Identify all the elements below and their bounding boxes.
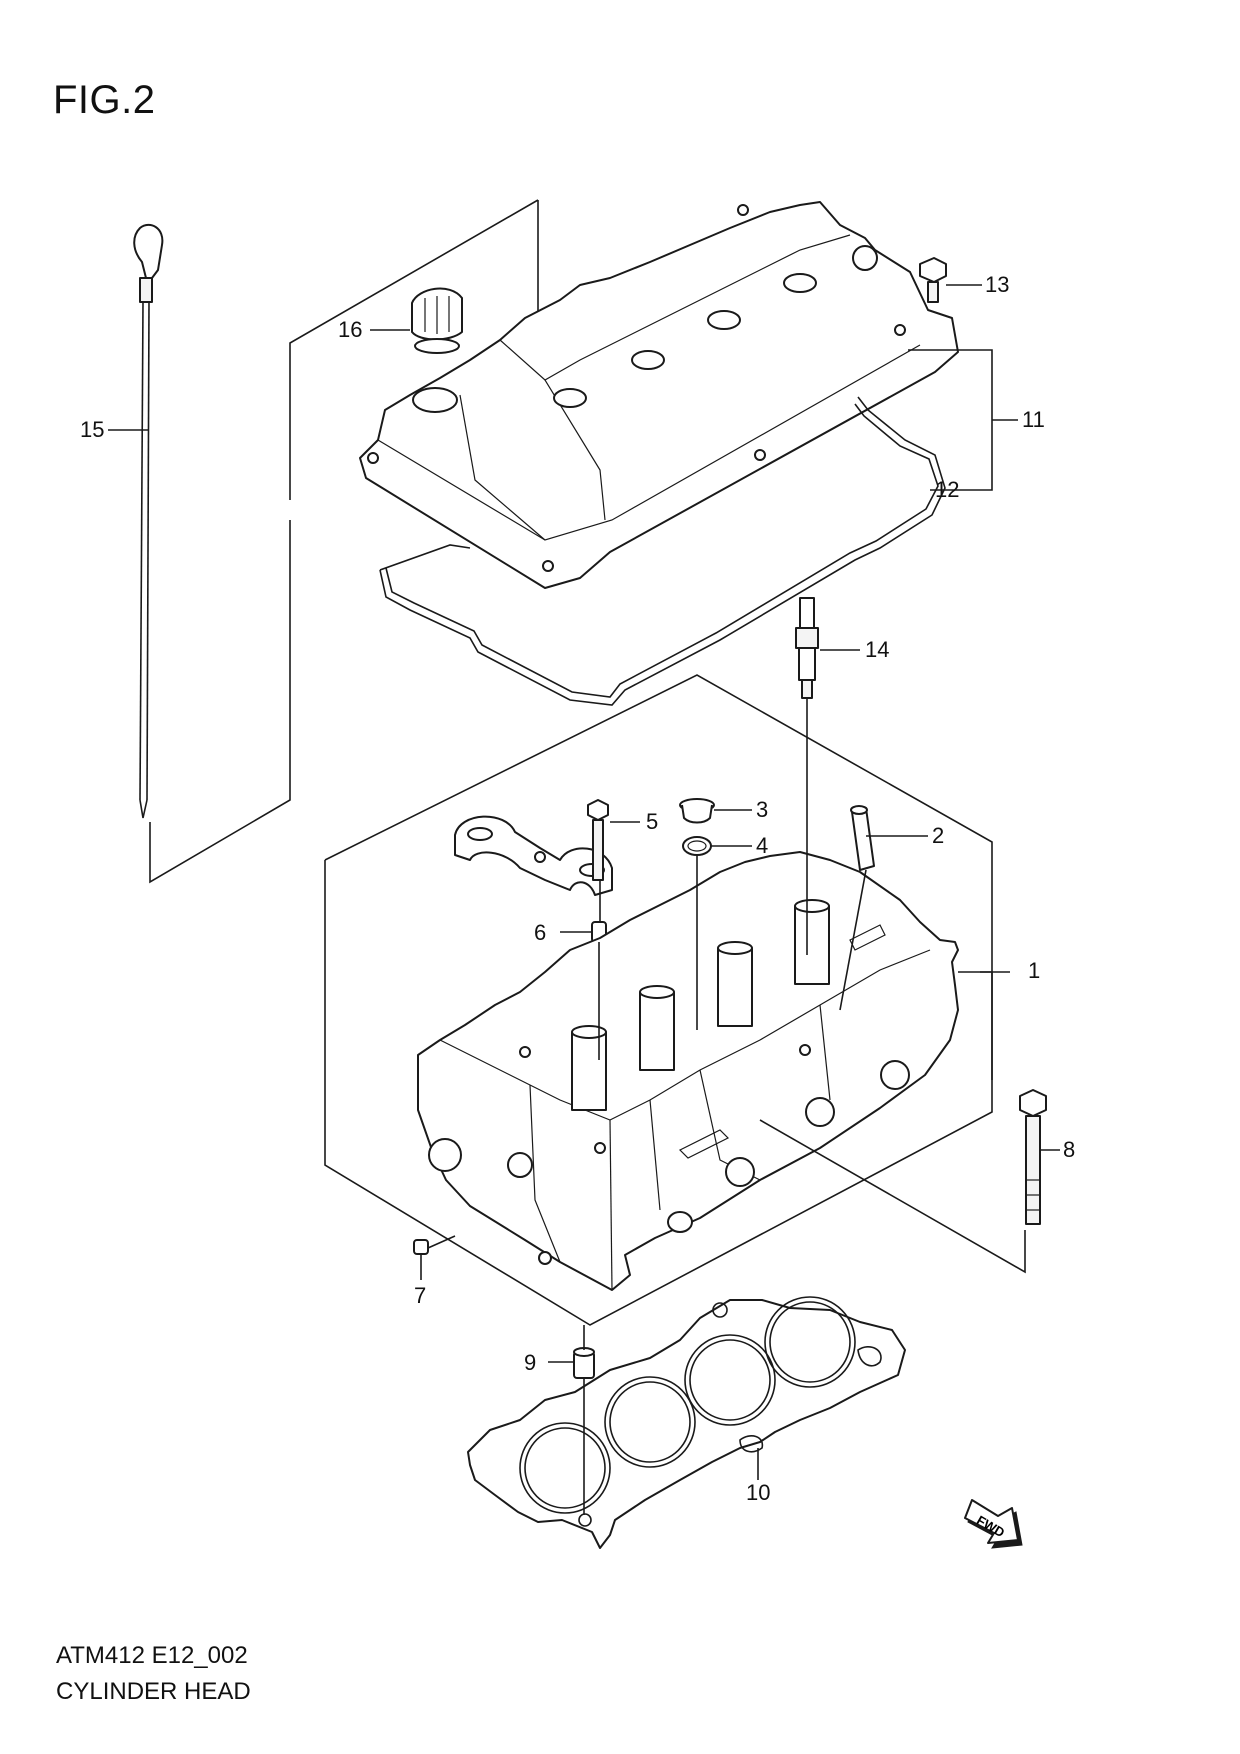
callout-16: 16	[338, 317, 362, 342]
small-plug[interactable]	[413, 1239, 429, 1255]
figure-name: CYLINDER HEAD	[56, 1678, 251, 1705]
camshaft-bracket[interactable]	[454, 815, 613, 896]
callout-14: 14	[865, 637, 889, 662]
o-ring[interactable]	[682, 836, 712, 856]
callout-10: 10	[746, 1480, 770, 1505]
callout-3: 3	[756, 797, 768, 822]
forward-direction-arrow: FWD	[964, 1499, 1023, 1549]
callout-1: 1	[1028, 958, 1040, 983]
spark-plug[interactable]	[795, 597, 819, 730]
cylinder-head-gasket[interactable]	[467, 1296, 906, 1549]
callout-6: 6	[534, 920, 546, 945]
oil-filler-cap[interactable]	[411, 287, 463, 354]
callout-8: 8	[1063, 1137, 1075, 1162]
cylinder-head-bolt[interactable]	[1019, 1089, 1047, 1225]
lower-group-frame	[324, 674, 993, 1326]
callout-7: 7	[414, 1283, 426, 1308]
oil-dipstick[interactable]	[133, 223, 164, 819]
bracket-bolt[interactable]	[587, 799, 609, 881]
spark-plug-tube[interactable]	[850, 805, 875, 871]
upper-group-frame	[149, 199, 539, 884]
cover-bolt[interactable]	[919, 257, 947, 303]
callout-4: 4	[756, 833, 768, 858]
callout-11: 11	[1022, 407, 1045, 432]
cylinder-head-cover[interactable]	[359, 201, 959, 589]
figure-footer: ATM412 E12_002 CYLINDER HEAD	[56, 1638, 251, 1710]
callout-9: 9	[524, 1350, 536, 1375]
leader-lines	[108, 284, 1060, 1515]
plug-cap[interactable]	[679, 798, 715, 824]
callout-labels: 1 2 3 4 5 6 7 8 9 10 11 12 13 14 15 16	[80, 272, 1075, 1505]
cylinder-head[interactable]	[417, 851, 959, 1291]
figure-code: ATM412 E12_002	[56, 1642, 248, 1669]
callout-2: 2	[932, 823, 944, 848]
head-cover-gasket[interactable]	[379, 396, 946, 706]
figure-title: FIG.2	[53, 78, 156, 122]
callout-12: 12	[935, 477, 959, 502]
callout-5: 5	[646, 809, 658, 834]
dowel-pin-lower[interactable]	[573, 1347, 595, 1379]
callout-15: 15	[80, 417, 104, 442]
callout-13: 13	[985, 272, 1009, 297]
